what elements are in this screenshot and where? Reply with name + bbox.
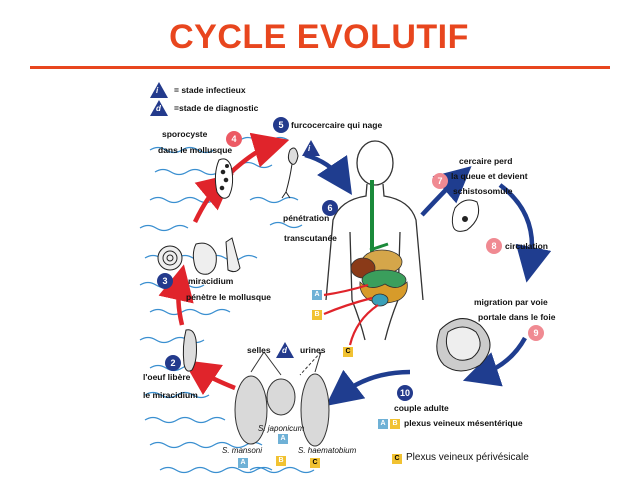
adult-worm-pair [436,318,491,372]
stage-2-badge: 2 [165,355,181,371]
stage-9-label-line1: migration par voie [474,297,548,307]
arrow-to-adult [462,336,527,387]
stage-2-label-line1: l'oeuf libère [143,372,191,382]
marker-c-body: C [343,347,353,357]
diagnostic-stage-icon: d [150,100,168,116]
stage-2-label-line2: le miracidium [143,390,198,400]
stage-7-label-line3: schistosomule [453,186,513,196]
stage-3-label-line2: pénètre le mollusque [186,292,272,302]
arrow-miracidium-to-snail [158,264,194,326]
marker-a-body: A [312,290,322,300]
egg-japonicum [266,378,296,416]
stage-10-badge: 10 [397,385,413,401]
stage-8-label: circulation [505,241,548,251]
legend-infective-label: = stade infectieux [174,85,246,95]
human-figure [325,140,424,341]
arrow-adult-to-eggs [325,369,411,406]
stage-7-label-line2: la queue et devient [451,171,528,181]
species-japonicum: S. japonicum [258,424,305,433]
stage-5-label: furcocercaire qui nage [291,120,383,130]
stage-4-badge: 4 [226,131,242,147]
infective-stage-icon: i [150,82,168,98]
arrow-cercaria-to-host [304,152,352,195]
species-mansoni: S. mansoni [222,446,263,455]
stage-8-badge: 8 [486,238,502,254]
stage-6-label-line2: transcutanée [284,233,337,243]
arrow-to-schistosomule [420,166,472,217]
stage-4-label-line2: dans le mollusque [158,145,233,155]
marker-b-body: B [312,310,322,320]
marker-a-japonicum: A [278,434,288,444]
marker-b-mesenteric: B [390,419,400,429]
egg-mansoni [234,375,268,445]
page-title: CYCLE EVOLUTIF [169,18,469,56]
marker-c-haematobium: C [310,458,320,468]
legend-diagnostic-label: =stade de diagnostic [174,103,259,113]
title-underline [30,66,610,69]
stage-6-label-line1: pénétration [283,213,330,223]
arrow-sporocyst-to-cercaria [226,132,290,177]
excreta-lines [250,351,322,376]
species-haematobium: S. haematobium [298,446,357,455]
infective-marker-icon: i [302,140,320,156]
plexus-perivesical-label: Plexus veineux périvésicale [406,452,529,463]
stage-9-badge: 9 [528,325,544,341]
schistosomule [451,199,480,232]
stage-3-badge: 3 [157,273,173,289]
sporocyst [214,158,234,199]
marker-c-plexus: C [392,454,402,464]
stage-3-label-line1: miracidium [188,276,234,286]
stage-10-label-line1: couple adulte [394,403,449,413]
cercaria [281,147,299,199]
arrow-egg-to-miracidium [183,360,236,395]
stage-6-badge: 6 [322,200,338,216]
stage-10-label-line2: plexus veineux mésentérique [404,418,523,428]
arrow-circulation [498,183,552,283]
urines-label: urines [300,345,326,355]
marker-a-mesenteric: A [378,419,388,429]
stage-7-label-line1: cercaire perd [459,156,513,166]
marker-b-japonicum: B [276,456,286,466]
marker-a-mansoni: A [238,458,248,468]
stage-9-label-line2: portale dans le foie [478,312,556,322]
selles-label: selles [247,345,271,355]
snails [157,237,241,275]
diagnostic-marker-icon: d [276,342,294,358]
egg-haematobium [300,373,330,447]
eggs [234,373,330,447]
stage-4-label-line1: sporocyste [162,129,208,139]
organ-connectors [323,283,379,346]
stage-5-badge: 5 [273,117,289,133]
miracidium [182,329,197,372]
stage-7-badge: 7 [432,173,448,189]
